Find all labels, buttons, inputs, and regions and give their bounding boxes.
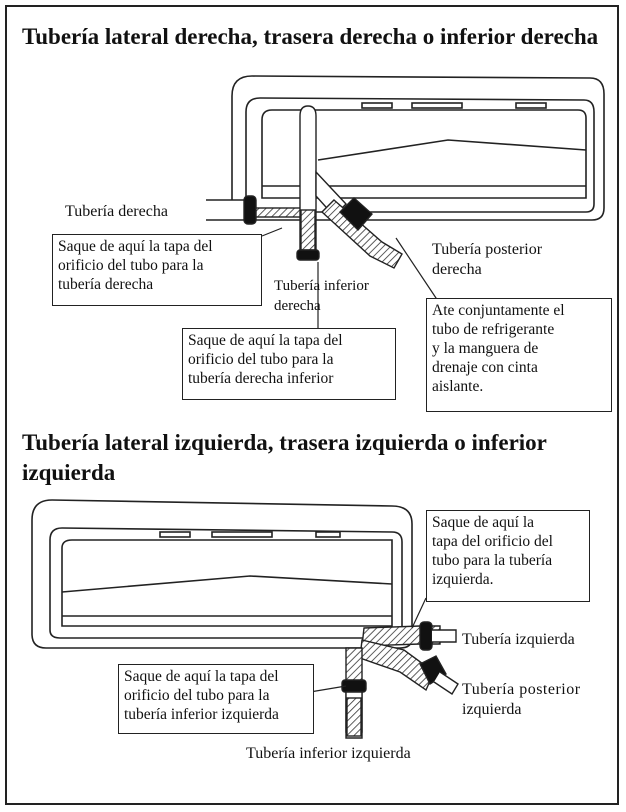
note-tape-line: tubo de refrigerante — [432, 321, 555, 338]
note-right-cap-line: tubería derecha — [58, 276, 154, 293]
note-bottom-left-cap-line: Saque de aquí la tapa del — [124, 668, 279, 685]
label-bottom-left-pipe: Tubería inferior izquierda — [246, 745, 411, 762]
note-left-cap-line: tubo para la tubería — [432, 552, 553, 569]
note-bottom-left-cap-line: tubería inferior izquierda — [124, 706, 279, 723]
label-bottom-right-pipe: Tubería inferior derecha — [274, 276, 369, 316]
note-bottom-right-cap-line: tubería derecha inferior — [188, 370, 334, 387]
note-right-cap: Saque de aquí la tapa del orificio del t… — [52, 234, 262, 306]
indoor-unit-right-view — [231, 75, 605, 221]
label-right-pipe: Tubería derecha — [65, 203, 168, 220]
label-rear-right-pipe-line1: Tubería posterior — [432, 241, 543, 258]
right-pipe — [206, 195, 303, 225]
label-bottom-right-pipe-line2: derecha — [274, 298, 321, 314]
note-right-cap-line: orificio del tubo para la — [58, 257, 204, 274]
leader-lines-left — [309, 597, 427, 693]
note-left-cap-line: tapa del orificio del — [432, 533, 553, 550]
note-tape-pipes: Ate conjuntamente el tubo de refrigerant… — [426, 298, 612, 412]
label-rear-right-pipe: Tubería posterior derecha — [432, 240, 542, 280]
label-bottom-right-pipe-line1: Tubería inferior — [274, 278, 369, 294]
section-left-title: Tubería lateral izquierda, trasera izqui… — [22, 430, 547, 485]
note-bottom-right-cap: Saque de aquí la tapa del orificio del t… — [182, 328, 396, 400]
note-left-cap-line: Saque de aquí la — [432, 514, 535, 531]
label-rear-right-pipe-line2: derecha — [432, 261, 482, 278]
indoor-unit-left-view — [31, 499, 413, 649]
note-bottom-left-cap: Saque de aquí la tapa del orificio del t… — [118, 664, 314, 734]
note-tape-line: y la manguera de — [432, 340, 539, 357]
note-tape-line: aislante. — [432, 378, 484, 395]
label-left-pipe: Tubería izquierda — [462, 631, 575, 648]
note-left-cap-line: izquierda. — [432, 571, 494, 588]
note-right-cap-line: Saque de aquí la tapa del — [58, 238, 213, 255]
note-tape-line: drenaje con cinta — [432, 359, 538, 376]
bottom-left-pipe — [341, 647, 367, 739]
leader-lines-right — [261, 227, 441, 332]
label-rear-left-pipe: Tubería posterior izquierda — [462, 680, 581, 720]
left-pipe — [361, 621, 457, 651]
bottom-right-pipe — [296, 105, 320, 261]
rear-right-pipe — [315, 170, 403, 269]
label-rear-left-pipe-line1: Tubería posterior — [462, 681, 581, 698]
note-tape-line: Ate conjuntamente el — [432, 302, 565, 319]
diagram-frame — [5, 5, 619, 805]
note-left-cap: Saque de aquí la tapa del orificio del t… — [426, 510, 590, 602]
label-rear-left-pipe-line2: izquierda — [462, 701, 522, 718]
note-bottom-right-cap-line: Saque de aquí la tapa del — [188, 332, 343, 349]
section-right-title: Tubería lateral derecha, trasera derecha… — [22, 24, 599, 49]
note-bottom-left-cap-line: orificio del tubo para la — [124, 687, 270, 704]
note-bottom-right-cap-line: orificio del tubo para la — [188, 351, 334, 368]
rear-left-pipe — [359, 639, 459, 695]
